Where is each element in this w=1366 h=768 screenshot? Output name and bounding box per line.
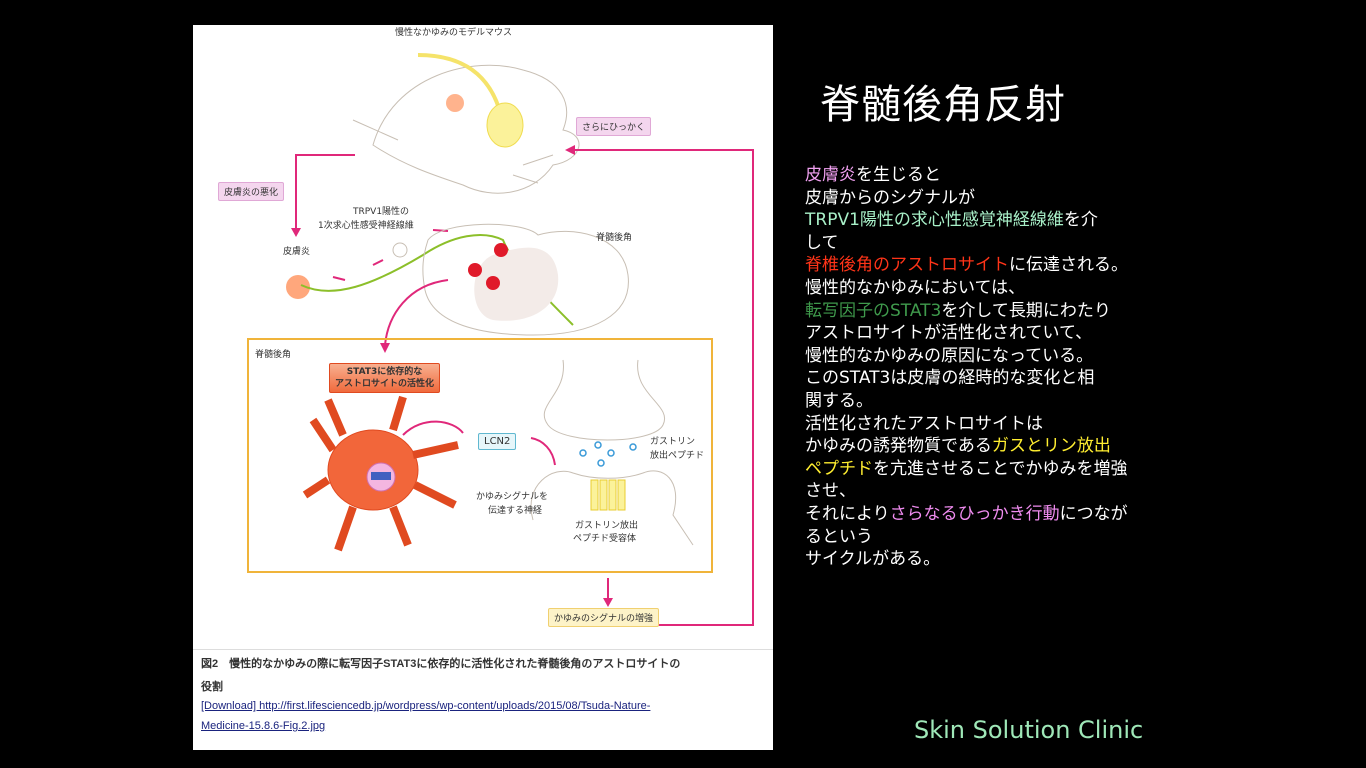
body-line: ペプチドを亢進させることでかゆみを増強 (805, 458, 1155, 481)
body-text-segment: 関する。 (805, 390, 873, 411)
synapse-presynaptic (543, 359, 666, 441)
figure-panel: 慢性なかゆみのモデルマウス さらにひっかく 皮膚炎の悪化 TRPV1陽性の 1次… (193, 25, 773, 750)
body-line: それによりさらなるひっかき行動につなが (805, 503, 1155, 526)
download-link-2[interactable]: Medicine-15.8.6-Fig.2.jpg (201, 720, 326, 732)
body-line: 皮膚からのシグナルが (805, 187, 1155, 210)
body-text-segment: このSTAT3は皮膚の経時的な変化と相 (805, 368, 1095, 389)
body-text-segment: さらなるひっかき行動 (889, 503, 1060, 524)
body-line: 転写因子のSTAT3を介して長期にわたり (805, 300, 1155, 323)
caption-line-1: 図2 慢性的なかゆみの際に転写因子STAT3に依存的に活性化された脊髄後角のアス… (201, 658, 681, 670)
body-line: アストロサイトが活性化されていて、 (805, 322, 1155, 345)
body-line: 活性化されたアストロサイトは (805, 413, 1155, 436)
slide-title: 脊髄後角反射 (820, 82, 1066, 128)
dermatitis-spot (286, 275, 310, 299)
dorsal-horn-label: 脊髄後角 (596, 233, 633, 243)
nerve-label-1: かゆみシグナルを (476, 492, 549, 502)
arrow-return (558, 149, 754, 626)
body-text-segment: して (805, 232, 839, 253)
body-text-segment: アストロサイトが活性化されていて、 (805, 323, 1093, 344)
stat3-activation-box: STAT3に依存的な アストロサイトの活性化 (329, 363, 441, 393)
body-text-segment: 慢性的なかゆみの原因になっている。 (805, 345, 1094, 366)
body-line: サイクルがある。 (805, 548, 1155, 571)
body-line: して (805, 232, 1155, 255)
body-line: このSTAT3は皮膚の経時的な変化と相 (805, 367, 1155, 390)
grpr-label-2: ペプチド受容体 (573, 534, 637, 544)
body-text-segment: させ、 (805, 481, 856, 502)
body-text-segment: を介 (1063, 210, 1098, 231)
astrocytes-small (468, 243, 508, 290)
scratch-more-label: さらにひっかく (576, 117, 652, 136)
grp-label-1: ガストリン (650, 437, 696, 447)
body-text-segment: につなが (1059, 503, 1128, 524)
body-text-segment: 転写因子のSTAT3 (805, 300, 942, 321)
mouse-label: 慢性なかゆみのモデルマウス (395, 28, 513, 38)
stat3-label-1: STAT3に依存的な (346, 367, 423, 377)
spinal-cord (422, 223, 629, 336)
itch-enhance-label: かゆみのシグナルの増強 (548, 608, 660, 627)
body-line: 関する。 (805, 390, 1155, 413)
dermatitis-label: 皮膚炎 (283, 247, 311, 257)
dorsal-horn-box-label: 脊髄後角 (255, 350, 292, 360)
body-line: かゆみの誘発物質であるガスとリン放出 (805, 435, 1155, 458)
body-line: 慢性的なかゆみの原因になっている。 (805, 345, 1155, 368)
download-link-1[interactable]: [Download] http://first.lifesciencedb.jp… (201, 700, 651, 712)
lcn2-box: LCN2 (478, 433, 517, 450)
diagram-illustration (247, 53, 754, 626)
dermatitis-worsening-label: 皮膚炎の悪化 (218, 182, 285, 201)
brain-bulb (486, 102, 524, 148)
body-text-segment: ガスとリン放出 (991, 436, 1111, 457)
body-text-segment: るという (805, 526, 873, 547)
body-text-segment: ペプチド (805, 458, 873, 479)
body-text-segment: それにより (805, 503, 890, 524)
grp-label-2: 放出ペプチド (650, 451, 705, 461)
trpv1-label-2: 1次求心性感受神経線維 (318, 221, 414, 231)
receptor (590, 479, 626, 511)
body-text-segment: を生じると (856, 165, 941, 185)
body-text-segment: を亢進させることでかゆみを増強 (873, 458, 1128, 479)
body-text-segment: TRPV1陽性の求心性感覚神経線維 (805, 210, 1064, 231)
body-text-segment: 皮膚からのシグナルが (805, 187, 975, 208)
dorsal-horn-frame (247, 338, 713, 573)
body-line: 皮膚炎を生じると (805, 164, 1155, 187)
body-line: 慢性的なかゆみにおいては、 (805, 277, 1155, 300)
body-text-segment: を介して長期にわたり (941, 300, 1111, 321)
body-line: させ、 (805, 480, 1155, 503)
body-text-segment: 活性化されたアストロサイトは (805, 413, 1043, 434)
arrow-worsen (295, 154, 355, 230)
caption-divider (193, 649, 773, 650)
body-text-segment: に伝達される。 (1009, 255, 1128, 276)
body-line: TRPV1陽性の求心性感覚神経線維を介 (805, 209, 1155, 232)
trpv1-label-1: TRPV1陽性の (353, 207, 410, 217)
body-text-segment: 慢性的なかゆみにおいては、 (805, 277, 1026, 298)
grpr-label-1: ガストリン放出 (575, 521, 639, 531)
stat3-label-2: アストロサイトの活性化 (335, 379, 435, 389)
mouse-outline (372, 64, 580, 194)
body-text-segment: 脊椎後角のアストロサイト (805, 255, 1009, 276)
clinic-footer: Skin Solution Clinic (914, 716, 1144, 744)
caption-line-2: 役割 (201, 681, 223, 693)
body-line: るという (805, 526, 1155, 549)
body-text-segment: サイクルがある。 (805, 549, 941, 570)
synapse-postsynaptic (530, 470, 694, 546)
body-text-segment: 皮膚炎 (805, 165, 856, 185)
body-text-segment: かゆみの誘発物質である (805, 436, 992, 457)
scratch-site (446, 94, 464, 112)
nerve-label-2: 伝達する神経 (488, 506, 543, 516)
body-line: 脊椎後角のアストロサイトに伝達される。 (805, 254, 1155, 277)
peptide-vesicles (579, 441, 637, 467)
